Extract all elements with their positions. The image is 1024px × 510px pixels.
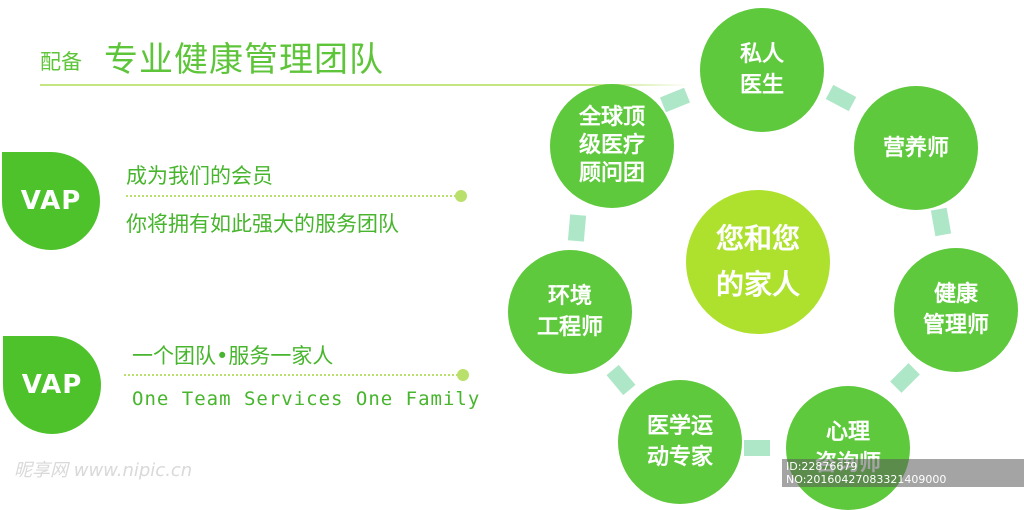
- ring-connector: [567, 214, 587, 242]
- ring-connector: [659, 87, 691, 113]
- ring-node-label: 私人 医生: [739, 42, 784, 98]
- ring-connector: [606, 364, 636, 396]
- ring-node-label: 健康 管理师: [922, 282, 989, 338]
- membership-1-line1: 成为我们的会员: [126, 164, 273, 188]
- ring-node-nutritionist: 营养师: [854, 86, 978, 210]
- membership-2-line1: 一个团队•服务一家人: [132, 344, 334, 368]
- ring-node-label: 营养师: [882, 135, 949, 161]
- ring-node-label: 全球顶 级医疗 顾问团: [578, 105, 645, 186]
- ring-connector: [825, 84, 857, 112]
- ring-node-psychologist: 心理 咨询师: [786, 386, 910, 510]
- membership-1-divider-dot: [455, 190, 467, 202]
- vap-badge-2: VAP: [3, 336, 101, 434]
- team-ring-diagram: 私人 医生 营养师 健康 管理师 心理 咨询师 医学运 动专家 环境 工程师 全…: [490, 0, 1024, 510]
- ring-node-label: 医学运 动专家: [646, 414, 713, 470]
- ring-node-sports-medicine: 医学运 动专家: [618, 380, 742, 504]
- ring-node-private-doctor: 私人 医生: [700, 8, 824, 132]
- ring-center-label: 您和您 的家人: [715, 222, 800, 301]
- membership-2-divider-dot: [457, 369, 469, 381]
- membership-1-line2: 你将拥有如此强大的服务团队: [126, 212, 399, 236]
- ring-node-global-medical-advisors: 全球顶 级医疗 顾问团: [550, 84, 674, 208]
- ring-node-health-manager: 健康 管理师: [894, 248, 1018, 372]
- watermark-left: 昵享网 www.nipic.cn: [14, 460, 193, 481]
- ring-center-you-and-family: 您和您 的家人: [686, 190, 830, 334]
- ring-connector: [930, 207, 952, 237]
- membership-1-dotted-divider: [126, 195, 456, 197]
- ring-connector: [890, 363, 920, 393]
- ring-connector: [744, 440, 770, 456]
- ring-node-label: 环境 工程师: [536, 284, 603, 340]
- membership-2-dotted-divider: [124, 374, 458, 376]
- header-divider: [40, 84, 690, 86]
- ring-node-environment-engineer: 环境 工程师: [508, 250, 632, 374]
- watermark-right: ID:22876679 NO:20160427083321409000: [782, 459, 1024, 487]
- vap-badge-1: VAP: [2, 152, 100, 250]
- header-subtitle: 配备: [40, 50, 82, 74]
- membership-2-line2: One Team Services One Family: [132, 388, 481, 410]
- header-title: 专业健康管理团队: [104, 40, 384, 80]
